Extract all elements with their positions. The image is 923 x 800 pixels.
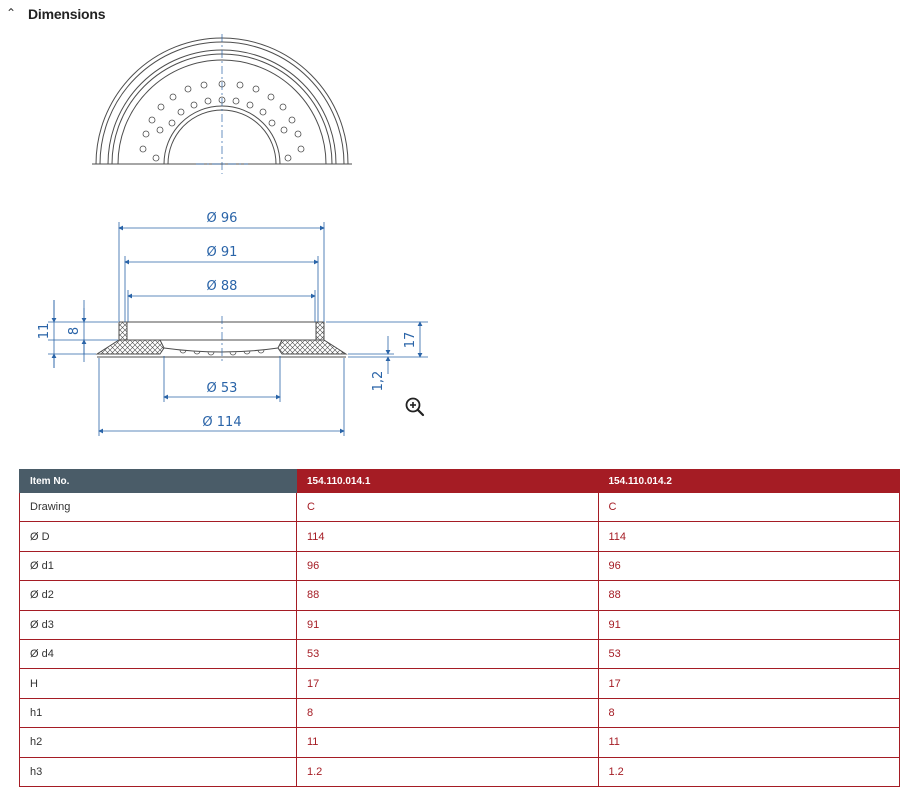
row-value-1: 1.2 bbox=[296, 756, 599, 787]
row-value-1: 114 bbox=[296, 521, 599, 552]
dimension-labels: Ø 96 Ø 91 Ø 88 Ø 53 Ø 114 11 8 17 1,2 bbox=[37, 211, 418, 430]
dimensions-section-header[interactable]: ⌃ Dimensions bbox=[0, 0, 923, 30]
label-d4: Ø 53 bbox=[207, 381, 238, 396]
section-title: Dimensions bbox=[28, 6, 106, 22]
row-value-1: 11 bbox=[296, 727, 599, 758]
row-label: Ø d3 bbox=[19, 609, 297, 640]
row-value-1: 96 bbox=[296, 550, 599, 582]
row-value-2: 17 bbox=[597, 668, 900, 699]
zoom-in-icon[interactable] bbox=[404, 396, 426, 418]
row-value-2: 91 bbox=[597, 609, 900, 640]
row-label: h3 bbox=[19, 756, 297, 787]
row-label: Ø D bbox=[19, 521, 297, 552]
header-col-2: 154.110.014.2 bbox=[597, 469, 900, 493]
row-value-2: 53 bbox=[597, 638, 900, 670]
header-item-no: Item No. bbox=[19, 469, 297, 493]
label-h2: 11 bbox=[37, 323, 52, 340]
label-d1: Ø 96 bbox=[207, 211, 238, 226]
row-value-2: 114 bbox=[597, 521, 900, 552]
label-d2: Ø 88 bbox=[207, 279, 238, 294]
row-label: Ø d1 bbox=[19, 550, 297, 582]
side-view bbox=[95, 316, 348, 362]
row-value-2: 11 bbox=[597, 727, 900, 758]
row-value-1: 53 bbox=[296, 638, 599, 670]
row-value-1: C bbox=[296, 491, 599, 523]
row-label: h1 bbox=[19, 697, 297, 729]
label-D: Ø 114 bbox=[202, 415, 241, 430]
vent-holes bbox=[139, 80, 305, 162]
row-value-2: 8 bbox=[597, 697, 900, 729]
row-label: Ø d2 bbox=[19, 580, 297, 611]
row-value-2: 1.2 bbox=[597, 756, 900, 787]
header-col-1: 154.110.014.1 bbox=[296, 469, 599, 493]
row-label: H bbox=[19, 668, 297, 699]
label-h3: 1,2 bbox=[371, 371, 386, 392]
row-value-1: 17 bbox=[296, 668, 599, 699]
row-value-2: 88 bbox=[597, 580, 900, 611]
row-label: h2 bbox=[19, 727, 297, 758]
row-value-1: 88 bbox=[296, 580, 599, 611]
row-value-2: C bbox=[597, 491, 900, 523]
row-value-2: 96 bbox=[597, 550, 900, 582]
label-h1: 8 bbox=[67, 327, 82, 335]
row-label: Ø d4 bbox=[19, 638, 297, 670]
row-value-1: 8 bbox=[296, 697, 599, 729]
dimension-lines bbox=[48, 222, 428, 436]
label-H: 17 bbox=[403, 332, 418, 349]
technical-drawing: Ø 96 Ø 91 Ø 88 Ø 53 Ø 114 11 8 17 1,2 bbox=[37, 34, 428, 436]
dimensions-table: Item No. 154.110.014.1 154.110.014.2 Dra… bbox=[19, 469, 900, 787]
label-d3: Ø 91 bbox=[207, 245, 238, 260]
row-value-1: 91 bbox=[296, 609, 599, 640]
chevron-up-icon[interactable]: ⌃ bbox=[6, 6, 17, 20]
table-header-row: Item No. 154.110.014.1 154.110.014.2 bbox=[19, 469, 900, 493]
top-view bbox=[92, 34, 352, 174]
row-label: Drawing bbox=[19, 491, 297, 523]
